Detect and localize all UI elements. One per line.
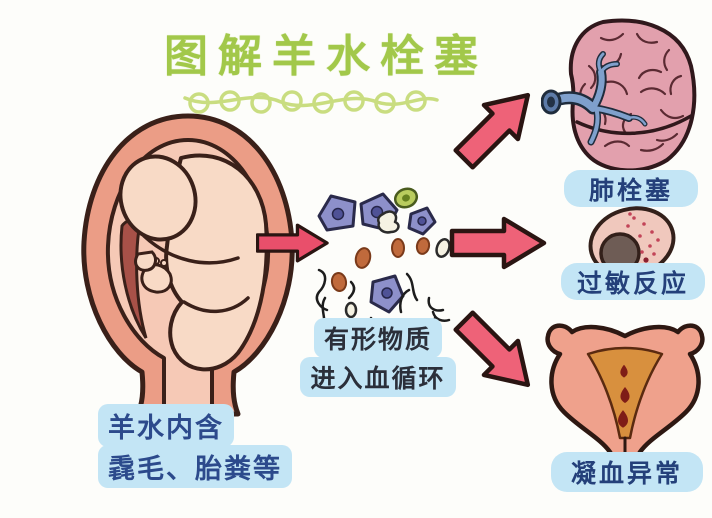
outcome-label-pulmonary-embolism: 肺栓塞 bbox=[564, 170, 698, 207]
process-caption: 有形物质 进入血循环 bbox=[290, 318, 466, 397]
flow-arrow-down-icon bbox=[453, 310, 531, 388]
flow-arrow-up-icon bbox=[453, 92, 531, 170]
process-caption-line2: 进入血循环 bbox=[300, 357, 456, 397]
outcome-label-allergic-reaction: 过敏反应 bbox=[561, 263, 705, 300]
flow-arrow-source-icon bbox=[256, 223, 329, 263]
amniotic-debris-illustration bbox=[315, 187, 451, 336]
source-caption-line1: 羊水内含 bbox=[98, 404, 234, 447]
bleeding-uterus-illustration bbox=[545, 323, 705, 477]
process-caption-line1: 有形物质 bbox=[313, 318, 442, 358]
source-caption: 羊水内含 毳毛、胎粪等 bbox=[98, 404, 292, 488]
source-caption-line2: 毳毛、胎粪等 bbox=[98, 445, 292, 488]
lung-with-embolism-illustration bbox=[541, 18, 697, 173]
allergy-cell-illustration bbox=[588, 206, 676, 278]
title-underline-loops-decoration bbox=[183, 90, 439, 114]
flow-arrow-right-icon bbox=[449, 216, 547, 270]
page-title: 图解羊水栓塞 bbox=[164, 31, 488, 82]
outcome-label-coagulation-abnormality: 凝血异常 bbox=[551, 452, 703, 492]
